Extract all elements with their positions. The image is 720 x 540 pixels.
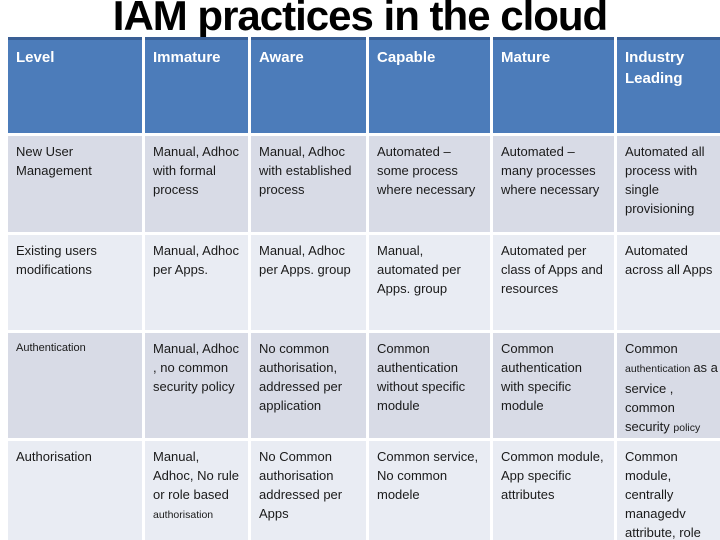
cell-text-small: authorisation [153, 509, 214, 521]
table-cell: No common authorisation, addressed per a… [251, 333, 366, 438]
table-cell: Manual, automated per Apps. group [369, 235, 490, 330]
table-cell: Manual, Adhoc , no common security polic… [145, 333, 248, 438]
header-cell-capable: Capable [369, 37, 490, 133]
table-cell: Common authentication with specific modu… [493, 333, 614, 438]
table-cell: Common module, centrally managedv attrib… [617, 441, 720, 540]
header-cell-immature: Immature [145, 37, 248, 133]
table-cell: Common module, App specific attributes [493, 441, 614, 540]
table-cell: No Common authorisation addressed per Ap… [251, 441, 366, 540]
table-cell: Manual, Adhoc per Apps. group [251, 235, 366, 330]
table-cell: Manual, Adhoc with formal process [145, 136, 248, 232]
cell-text-small: policy [673, 422, 701, 434]
header-cell-level: Level [8, 37, 142, 133]
slide-title: IAM practices in the cloud [112, 0, 608, 39]
header-cell-aware: Aware [251, 37, 366, 133]
table-cell: Manual, Adhoc, No rule or role based aut… [145, 441, 248, 540]
header-cell-industry-leading: Industry Leading [617, 37, 720, 133]
cell-text: Manual, Adhoc, No rule or role based [153, 449, 239, 502]
cell-text: Common [625, 341, 678, 356]
table-cell: Common authentication without specific m… [369, 333, 490, 438]
header-cell-mature: Mature [493, 37, 614, 133]
table-cell: Automated across all Apps [617, 235, 720, 330]
table-cell: Automated per class of Apps and resource… [493, 235, 614, 330]
row-label-existing-users-modifications: Existing users modifications [8, 235, 142, 330]
table-cell: Common authentication as a service , com… [617, 333, 720, 438]
table-cell: Automated – some process where necessary [369, 136, 490, 232]
table-cell: Automated – many processes where necessa… [493, 136, 614, 232]
iam-maturity-table: Level Immature Aware Capable Mature Indu… [8, 37, 720, 540]
table-cell: Automated all process with single provis… [617, 136, 720, 232]
table-cell: Common service, No common modele [369, 441, 490, 540]
row-label-new-user-management: New User Management [8, 136, 142, 232]
row-label-authentication: Authentication [8, 333, 142, 438]
table-cell: Manual, Adhoc with established process [251, 136, 366, 232]
cell-text-small: authentication [625, 363, 694, 375]
table-cell: Manual, Adhoc per Apps. [145, 235, 248, 330]
row-label-authorisation: Authorisation [8, 441, 142, 540]
cell-text: as a service , common security [625, 360, 718, 434]
